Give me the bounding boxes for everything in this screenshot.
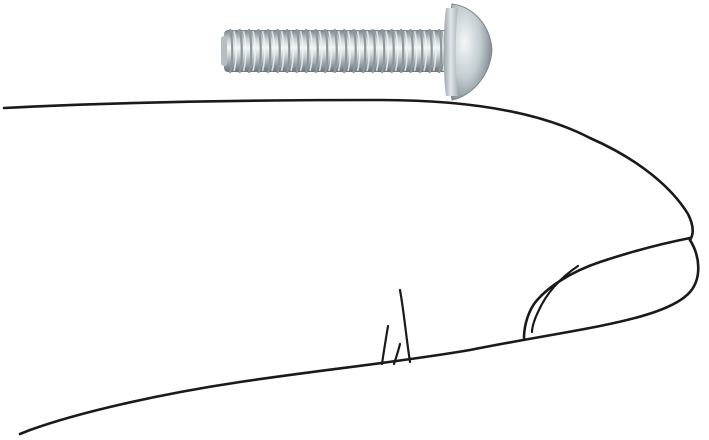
- thread-groove: [228, 28, 234, 74]
- thread-groove: [333, 28, 338, 74]
- thread-groove: [361, 28, 367, 74]
- finger-bottom-edge: [18, 238, 700, 436]
- thread-crest-highlight: [394, 30, 399, 72]
- finger-top-edge: [2, 98, 695, 242]
- thread-crest-highlight: [366, 30, 371, 72]
- thread-groove: [342, 28, 348, 74]
- thread-groove: [409, 28, 414, 74]
- thread-groove: [276, 28, 281, 74]
- thread-groove: [323, 28, 329, 74]
- thread-groove: [437, 28, 443, 74]
- screw-head-underside: [443, 8, 458, 96]
- thread-crest-highlight: [290, 30, 295, 72]
- thread-crest-highlight: [233, 30, 238, 72]
- thread-groove: [371, 28, 376, 74]
- thread-crest-highlight: [337, 30, 342, 72]
- thread-crest-highlight: [328, 30, 333, 72]
- thread-crest-highlight: [309, 30, 314, 72]
- thread-crest-highlight: [271, 30, 276, 72]
- thread-groove: [304, 28, 310, 74]
- thread-groove: [285, 28, 291, 74]
- thread-groove: [380, 28, 386, 74]
- thread-groove: [295, 28, 300, 74]
- screw-tip: [221, 36, 227, 66]
- screw-icon: [221, 3, 493, 101]
- thread-groove: [266, 28, 272, 74]
- fingernail-cuticle: [530, 264, 580, 334]
- knuckle-crease-1: [398, 288, 412, 364]
- thread-crest-highlight: [413, 30, 418, 72]
- thread-groove: [399, 28, 405, 74]
- thread-crest-highlight: [318, 30, 323, 72]
- thread-crest-highlight: [242, 30, 247, 72]
- thread-groove: [257, 28, 262, 74]
- thread-crest-highlight: [375, 30, 380, 72]
- thread-groove: [238, 28, 243, 74]
- thread-crest-highlight: [299, 30, 304, 72]
- thread-crest-highlight: [347, 30, 352, 72]
- screw-threads: [228, 28, 447, 74]
- knuckle-crease-2: [380, 324, 390, 366]
- thread-groove: [247, 28, 253, 74]
- thread-groove: [314, 28, 319, 74]
- thread-crest-highlight: [261, 30, 266, 72]
- thread-crest-highlight: [432, 30, 437, 72]
- thread-crest-highlight: [404, 30, 409, 72]
- thread-crest-highlight: [423, 30, 428, 72]
- thread-crest-highlight: [385, 30, 390, 72]
- thread-crest-highlight: [356, 30, 361, 72]
- thread-groove: [428, 28, 433, 74]
- thread-crest-highlight: [252, 30, 257, 72]
- finger-outline-icon: [2, 98, 700, 436]
- thread-groove: [352, 28, 357, 74]
- fingernail-line: [522, 236, 692, 340]
- thread-crest-highlight: [280, 30, 285, 72]
- knuckle-crease-3: [392, 342, 402, 366]
- thread-groove: [390, 28, 395, 74]
- thread-groove: [418, 28, 424, 74]
